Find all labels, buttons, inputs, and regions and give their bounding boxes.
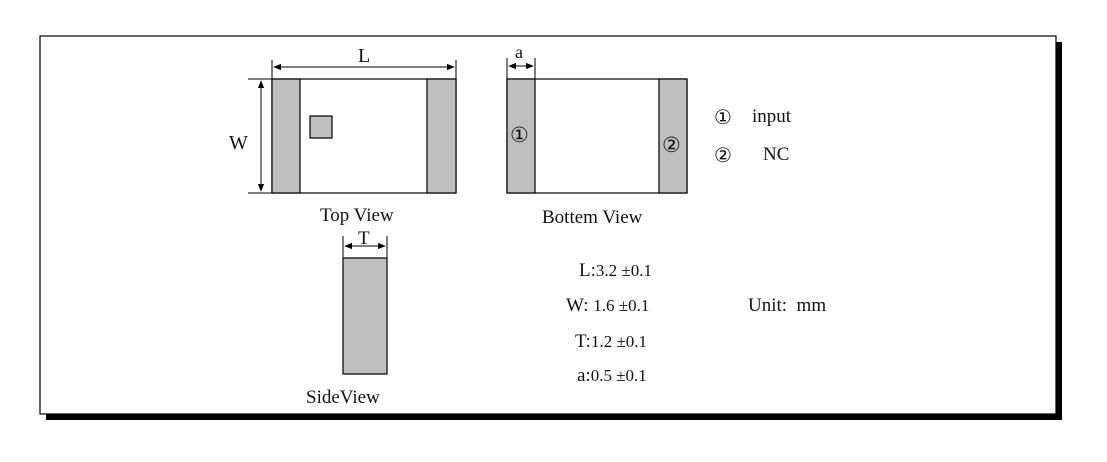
- width-label: W: [229, 132, 248, 154]
- spec-thickness: T:1.2 ±0.1: [575, 331, 647, 352]
- side-view: T SideView: [306, 228, 388, 408]
- pin-legend: ① input ② NC: [714, 106, 792, 167]
- thickness-label: T: [358, 228, 370, 249]
- bottom-view-left-pad: [506, 78, 536, 194]
- spec-length-value: 3.2 ±0.1: [596, 261, 652, 280]
- side-view-caption: SideView: [306, 387, 380, 408]
- spec-length-key: L:: [579, 260, 596, 281]
- pin1-marking-square: [309, 115, 333, 139]
- pin1-marker: ①: [510, 123, 529, 147]
- legend-marker-1: ①: [714, 107, 732, 129]
- top-view-left-pad: [271, 78, 301, 194]
- side-view-body: [342, 257, 388, 375]
- spec-length: L:3.2 ±0.1: [579, 260, 652, 281]
- legend-text-2: NC: [763, 144, 789, 165]
- top-view-caption: Top View: [320, 205, 394, 226]
- spec-width-value: 1.6 ±0.1: [593, 296, 649, 315]
- spec-pad-key: a:: [577, 365, 591, 386]
- length-label: L: [358, 45, 370, 67]
- unit-label: Unit: mm: [748, 295, 826, 316]
- top-view-right-pad: [426, 78, 457, 194]
- bottom-view-caption: Bottem View: [542, 207, 643, 228]
- top-view-body: [271, 78, 457, 194]
- dimension-specs: L:3.2 ±0.1 W: 1.6 ±0.1 T:1.2 ±0.1 a:0.5 …: [566, 260, 826, 386]
- bottom-view: ① ② a Bottem View: [506, 42, 688, 228]
- pin2-marker: ②: [662, 133, 681, 157]
- spec-width-key: W:: [566, 295, 593, 316]
- spec-thickness-key: T:: [575, 331, 591, 352]
- spec-thickness-value: 1.2 ±0.1: [591, 332, 647, 351]
- pad-label: a: [515, 42, 523, 62]
- legend-marker-2: ②: [714, 145, 732, 167]
- spec-width: W: 1.6 ±0.1: [566, 295, 649, 316]
- spec-pad: a:0.5 ±0.1: [577, 365, 647, 386]
- legend-text-1: input: [752, 106, 792, 127]
- top-view: L W Top View: [229, 45, 457, 226]
- bottom-view-right-pad: [658, 78, 688, 194]
- spec-pad-value: 0.5 ±0.1: [591, 366, 647, 385]
